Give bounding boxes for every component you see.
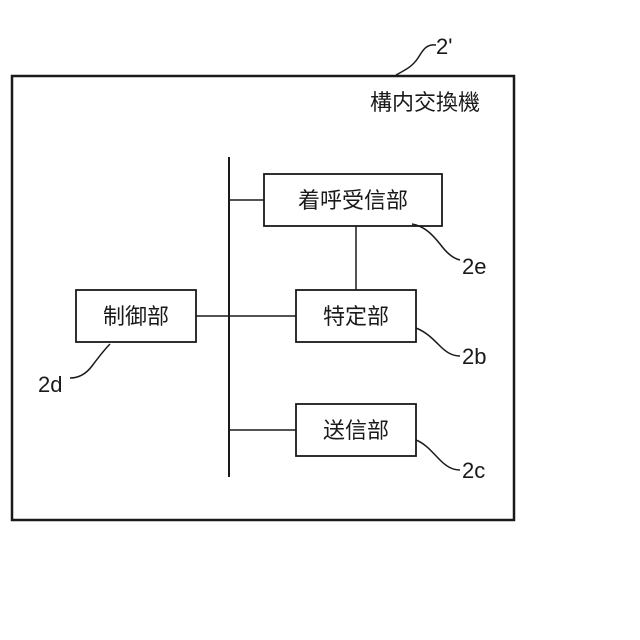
ref-2e-label: 2e xyxy=(462,254,486,279)
outer-ref-leader xyxy=(396,45,436,75)
incoming-call-unit-label: 着呼受信部 xyxy=(298,189,408,214)
outer-ref-label: 2' xyxy=(436,34,452,59)
ref-2c-label: 2c xyxy=(462,458,485,483)
transmission-unit-label: 送信部 xyxy=(323,419,389,444)
exchange-outer-box xyxy=(12,76,514,520)
ref-2e-leader xyxy=(412,224,460,260)
ref-2b-label: 2b xyxy=(462,344,486,369)
ref-2b-leader xyxy=(416,328,460,356)
exchange-title: 構内交換機 xyxy=(370,91,480,116)
ref-2d-label: 2d xyxy=(38,372,62,397)
control-unit-label: 制御部 xyxy=(103,305,169,330)
identification-unit-label: 特定部 xyxy=(323,305,389,330)
ref-2d-leader xyxy=(70,344,110,378)
ref-2c-leader xyxy=(416,440,460,470)
